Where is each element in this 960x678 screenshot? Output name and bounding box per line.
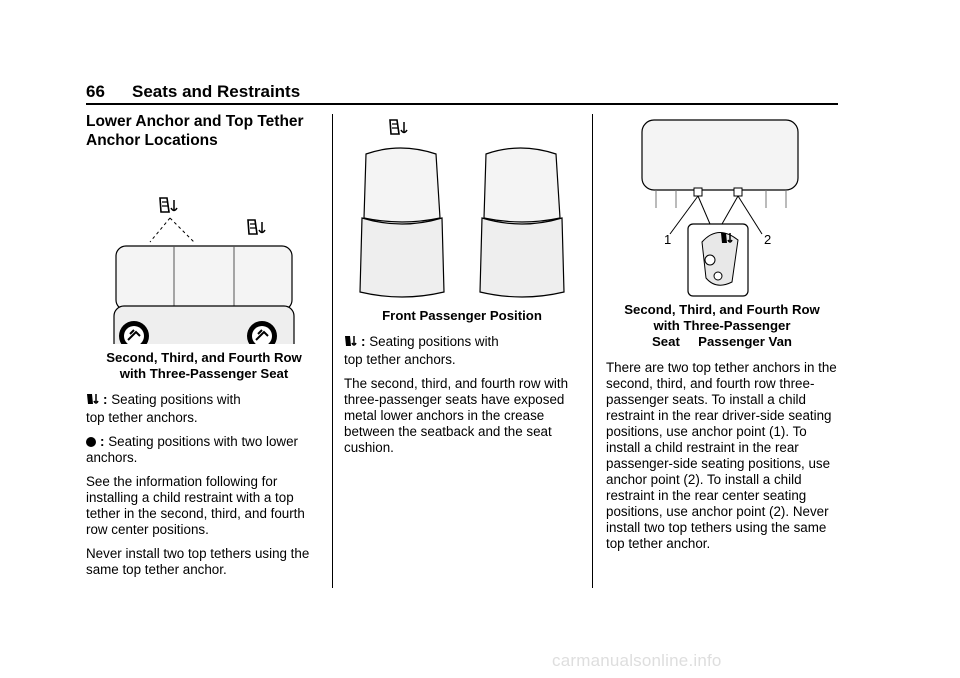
tether-symbol-icon xyxy=(86,393,100,410)
anchor-label-2: 2 xyxy=(764,232,771,247)
column-divider-1 xyxy=(332,114,333,588)
lower-anchor-symbol-icon xyxy=(86,437,96,447)
tether-symbol-icon xyxy=(344,335,358,352)
page-number: 66 xyxy=(86,82,105,101)
tether-symbol-icon xyxy=(389,119,408,135)
column-1: Lower Anchor and Top Tether Anchor Locat… xyxy=(86,112,322,586)
front-seat-figure xyxy=(359,119,565,298)
lower-anchor-legend: : Seating positions with two lower ancho… xyxy=(86,434,298,465)
tether-symbol-icon xyxy=(159,197,178,213)
paragraph: There are two top tether anchors in the … xyxy=(606,360,837,551)
section-title: Seats and Restraints xyxy=(132,82,301,101)
watermark: carmanualsonline.info xyxy=(552,651,722,670)
column-3: 1 2 Second, Third, and Fourth Row with T… xyxy=(606,112,838,560)
page-header: 66 Seats and Restraints xyxy=(86,82,838,104)
paragraph: See the information following for instal… xyxy=(86,474,305,537)
header-rule xyxy=(86,103,838,105)
figure-caption: Second, Third, and Fourth Row with Three… xyxy=(106,350,302,381)
anchor-label-1: 1 xyxy=(664,232,671,247)
column-2: Front Passenger Position : Seating posit… xyxy=(344,112,580,464)
rear-seat-figure xyxy=(113,197,295,344)
section-heading: Lower Anchor and Top Tether Anchor Locat… xyxy=(86,113,304,149)
paragraph: The second, third, and fourth row with t… xyxy=(344,376,569,455)
figure-caption: Front Passenger Position xyxy=(382,308,542,323)
column-divider-2 xyxy=(592,114,593,588)
figure-caption: Second, Third, and Fourth Row with Three… xyxy=(624,302,820,349)
paragraph: Never install two top tethers using the … xyxy=(86,546,310,577)
tether-symbol-icon xyxy=(247,219,266,235)
tether-anchor-figure: 1 2 xyxy=(641,119,799,297)
